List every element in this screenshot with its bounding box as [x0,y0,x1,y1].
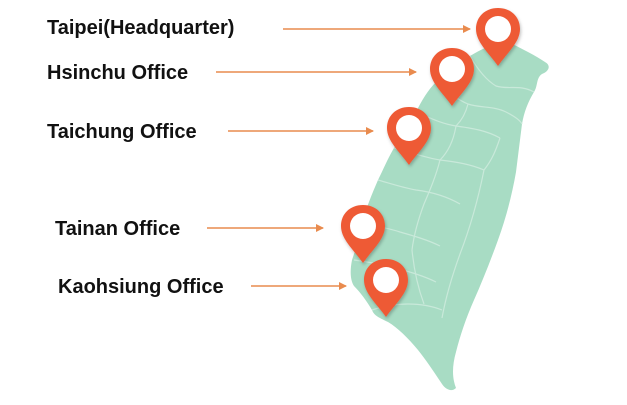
pointer-arrows [207,25,471,290]
map-pin-icon[interactable] [476,8,520,66]
map-pin-icon[interactable] [364,259,408,317]
county-borders [353,55,535,319]
map-pin-icon[interactable] [341,205,385,263]
map-pin-icon[interactable] [430,48,474,106]
office-label-kaohsiung: Kaohsiung Office [58,276,224,298]
office-label-tainan: Tainan Office [55,218,181,240]
office-label-taipei: Taipei(Headquarter) [47,17,235,39]
map-pin-icon[interactable] [387,107,431,165]
map-pins [341,8,520,317]
taiwan-island-shape [350,40,549,391]
office-label-hsinchu: Hsinchu Office [47,62,189,84]
office-label-taichung: Taichung Office [47,121,197,143]
